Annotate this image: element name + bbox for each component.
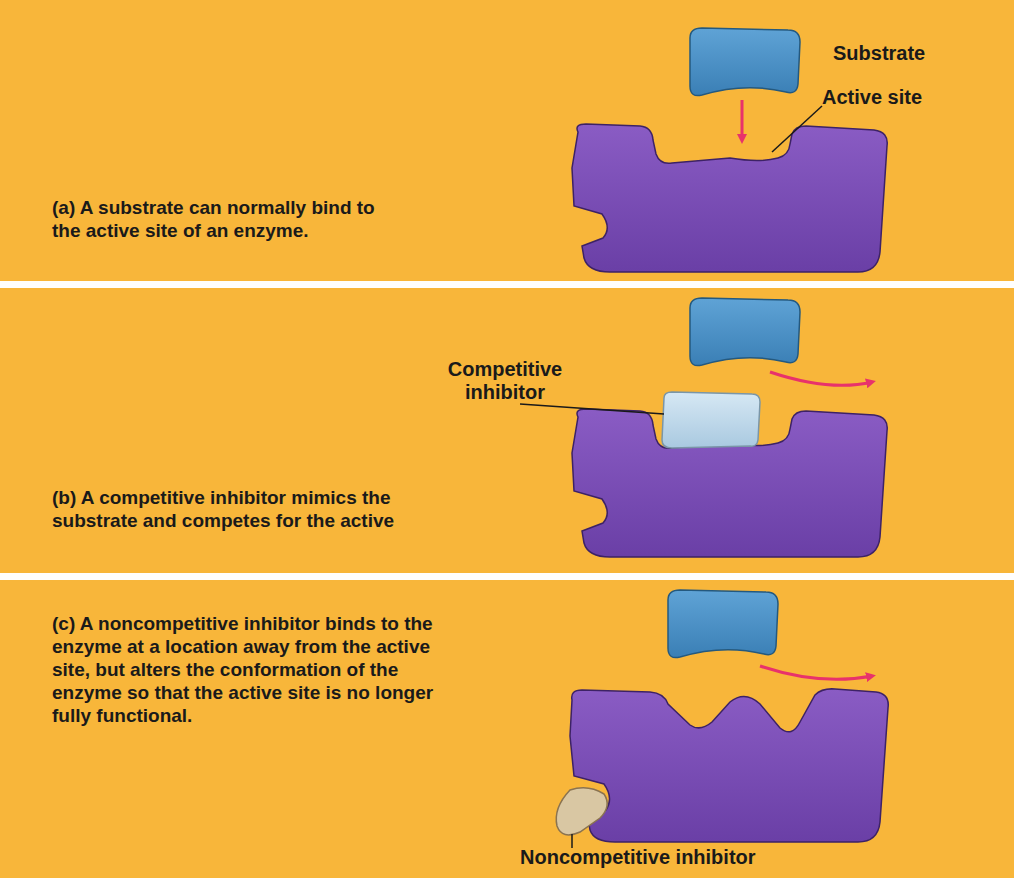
panel-caption: (b) A competitive inhibitor mimics the s…: [52, 486, 402, 532]
substrate-shape: [690, 298, 800, 366]
substrate-shape: [668, 590, 778, 658]
leader-line: [772, 106, 822, 152]
competitive-inhibitor-shape: [662, 392, 760, 448]
leader-line: [520, 404, 664, 414]
panel-c: [0, 580, 1014, 878]
panel-caption: (c) A noncompetitive inhibitor binds to …: [52, 612, 452, 727]
noncompetitive-inhibitor-shape: [556, 788, 607, 835]
panel-caption: (a) A substrate can normally bind to the…: [52, 196, 402, 242]
binding-arrow: [741, 100, 744, 140]
part-label: Competitive inhibitor: [410, 358, 600, 404]
substrate-shape: [690, 28, 800, 96]
blocked-arrow: [760, 666, 872, 679]
leader-line: [571, 834, 573, 848]
blocked-arrow: [770, 372, 872, 385]
panel-a: [0, 0, 1014, 281]
panel-b: [0, 288, 1014, 573]
enzyme-shape: [570, 689, 888, 842]
part-label: Active site: [822, 86, 1002, 109]
enzyme-shape: [572, 124, 887, 272]
part-label: Noncompetitive inhibitor: [520, 846, 820, 869]
part-label: Substrate: [833, 42, 1003, 65]
